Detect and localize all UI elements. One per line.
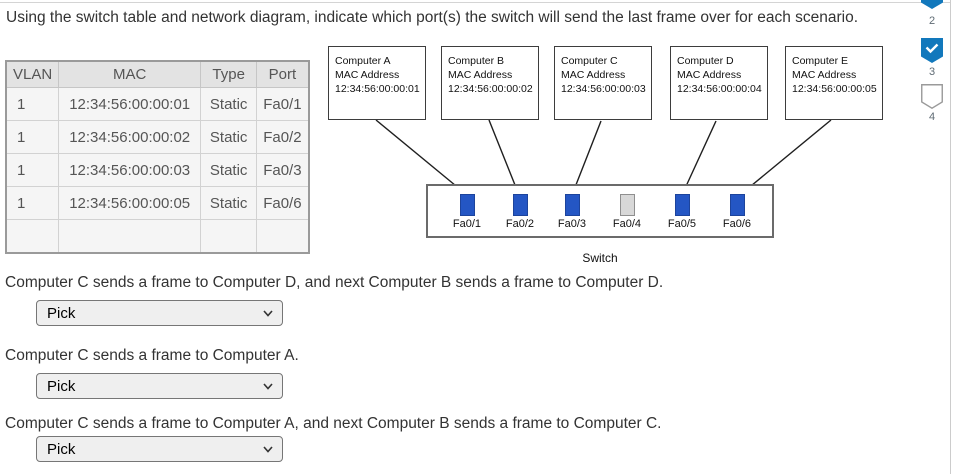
port-rect xyxy=(564,194,580,216)
checked-badge-icon xyxy=(921,38,943,63)
cell-port: Fa0/1 xyxy=(256,87,310,121)
cell-vlan: 1 xyxy=(5,120,60,154)
cell-mac: 12:34:56:00:00:01 xyxy=(58,87,202,121)
computer-box-c: Computer C MAC Address 12:34:56:00:00:03 xyxy=(554,46,652,120)
cell-type xyxy=(200,219,258,254)
mac-address: 12:34:56:00:00:04 xyxy=(677,83,762,95)
checked-badge-icon xyxy=(921,0,943,9)
answer-dropdown-3[interactable]: Pick xyxy=(36,436,283,462)
port-rect xyxy=(729,194,745,216)
cell-mac: 12:34:56:00:00:05 xyxy=(58,186,202,220)
port-label: Fa0/2 xyxy=(505,218,535,230)
cell-port xyxy=(256,219,310,254)
progress-number-2: 2 xyxy=(928,15,936,27)
dropdown-value: Pick xyxy=(47,304,76,322)
progress-number-4: 4 xyxy=(928,111,936,123)
mac-address: 12:34:56:00:00:05 xyxy=(792,83,877,95)
table-row: 1 12:34:56:00:00:03 Static Fa0/3 xyxy=(5,153,310,187)
port-fa0-2: Fa0/2 xyxy=(500,194,540,230)
computer-name: Computer D xyxy=(677,55,734,67)
port-fa0-1: Fa0/1 xyxy=(447,194,487,230)
port-rect xyxy=(674,194,690,216)
mac-address-label: MAC Address xyxy=(677,69,742,81)
header-port: Port xyxy=(256,60,310,88)
answer-dropdown-2[interactable]: Pick xyxy=(36,373,283,399)
computer-name: Computer A xyxy=(335,55,391,67)
computer-box-d: Computer D MAC Address 12:34:56:00:00:04 xyxy=(670,46,768,120)
progress-number-3: 3 xyxy=(928,66,936,78)
dropdown-value: Pick xyxy=(47,377,76,395)
mac-address: 12:34:56:00:00:01 xyxy=(335,83,420,95)
progress-item-3[interactable] xyxy=(921,38,943,68)
mac-address: 12:34:56:00:00:02 xyxy=(448,83,533,95)
chevron-down-icon xyxy=(263,446,273,453)
content-divider xyxy=(950,0,951,474)
chevron-down-icon xyxy=(263,310,273,317)
cell-port: Fa0/3 xyxy=(256,153,310,187)
cell-vlan: 1 xyxy=(5,186,60,220)
header-mac: MAC xyxy=(58,60,202,88)
cell-port: Fa0/6 xyxy=(256,186,310,220)
computer-box-b: Computer B MAC Address 12:34:56:00:00:02 xyxy=(441,46,539,120)
switch-table: VLAN MAC Type Port 1 12:34:56:00:00:01 S… xyxy=(5,60,310,254)
port-label: Fa0/4 xyxy=(612,218,642,230)
mac-address-label: MAC Address xyxy=(335,69,400,81)
unchecked-badge-icon xyxy=(921,84,943,110)
cell-type: Static xyxy=(200,87,258,121)
cell-type: Static xyxy=(200,186,258,220)
computer-name: Computer C xyxy=(561,55,618,67)
port-label: Fa0/3 xyxy=(557,218,587,230)
cell-mac xyxy=(58,219,202,254)
mac-address-label: MAC Address xyxy=(792,69,857,81)
computer-name: Computer E xyxy=(792,55,849,67)
cell-mac: 12:34:56:00:00:03 xyxy=(58,153,202,187)
table-row: 1 12:34:56:00:00:01 Static Fa0/1 xyxy=(5,87,310,121)
answer-dropdown-1[interactable]: Pick xyxy=(36,300,283,326)
progress-item-2[interactable] xyxy=(921,0,943,14)
port-rect xyxy=(459,194,475,216)
cell-vlan xyxy=(5,219,60,254)
port-fa0-6: Fa0/6 xyxy=(717,194,757,230)
port-fa0-4: Fa0/4 xyxy=(607,194,647,230)
question-2-prompt: Computer C sends a frame to Computer A. xyxy=(5,347,299,364)
mac-address-label: MAC Address xyxy=(448,69,513,81)
table-row: 1 12:34:56:00:00:02 Static Fa0/2 xyxy=(5,120,310,154)
port-fa0-3: Fa0/3 xyxy=(552,194,592,230)
switch-label: Switch xyxy=(582,251,618,265)
port-label: Fa0/6 xyxy=(722,218,752,230)
question-3-prompt: Computer C sends a frame to Computer A, … xyxy=(5,415,662,432)
question-1-prompt: Computer C sends a frame to Computer D, … xyxy=(5,274,664,291)
cell-mac: 12:34:56:00:00:02 xyxy=(58,120,202,154)
progress-item-4[interactable] xyxy=(921,84,943,114)
instruction-text: Using the switch table and network diagr… xyxy=(6,9,859,26)
chevron-down-icon xyxy=(263,383,273,390)
port-fa0-5: Fa0/5 xyxy=(662,194,702,230)
table-header-row: VLAN MAC Type Port xyxy=(5,60,310,88)
cell-type: Static xyxy=(200,153,258,187)
port-label: Fa0/1 xyxy=(452,218,482,230)
computer-box-e: Computer E MAC Address 12:34:56:00:00:05 xyxy=(785,46,883,120)
port-rect xyxy=(512,194,528,216)
header-vlan: VLAN xyxy=(5,60,60,88)
computer-name: Computer B xyxy=(448,55,505,67)
cell-type: Static xyxy=(200,120,258,154)
port-label: Fa0/5 xyxy=(667,218,697,230)
top-divider xyxy=(0,2,950,3)
table-row-empty xyxy=(5,219,310,254)
cell-vlan: 1 xyxy=(5,153,60,187)
dropdown-value: Pick xyxy=(47,440,76,458)
cell-vlan: 1 xyxy=(5,87,60,121)
header-type: Type xyxy=(200,60,258,88)
switch-box: Fa0/1 Fa0/2 Fa0/3 Fa0/4 Fa0/5 Fa0/6 xyxy=(426,184,774,238)
cell-port: Fa0/2 xyxy=(256,120,310,154)
mac-address-label: MAC Address xyxy=(561,69,626,81)
port-rect xyxy=(619,194,635,216)
check-icon xyxy=(925,43,939,54)
table-row: 1 12:34:56:00:00:05 Static Fa0/6 xyxy=(5,186,310,220)
computer-box-a: Computer A MAC Address 12:34:56:00:00:01 xyxy=(328,46,426,120)
mac-address: 12:34:56:00:00:03 xyxy=(561,83,646,95)
